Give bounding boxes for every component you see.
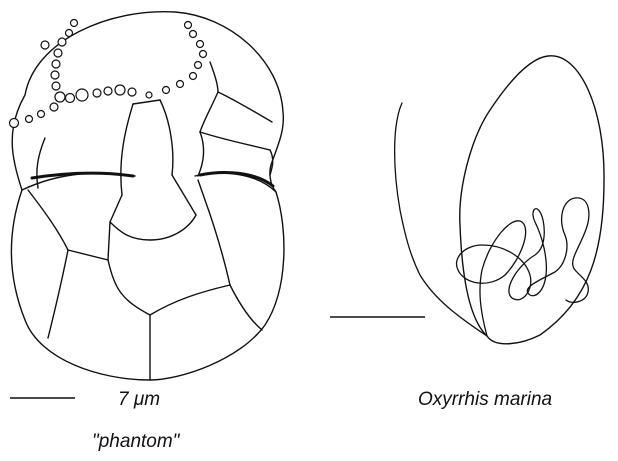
phantom-cell-outline: [11, 12, 283, 380]
scale-label: 7 μm: [118, 389, 160, 411]
phantom-plate-sutures: [22, 62, 276, 380]
phantom-apical-pores: [10, 20, 207, 128]
oxyrrhis-flagellum-trailing: [395, 103, 487, 336]
oxyrrhis-cell: [395, 56, 604, 344]
caption-oxyrrhis-marina: Oxyrrhis marina: [418, 389, 552, 411]
caption-phantom: "phantom": [92, 431, 179, 453]
phantom-girdle: [32, 173, 273, 186]
phantom-cell: [10, 12, 284, 380]
oxyrrhis-flagellum-coiled: [457, 198, 589, 336]
